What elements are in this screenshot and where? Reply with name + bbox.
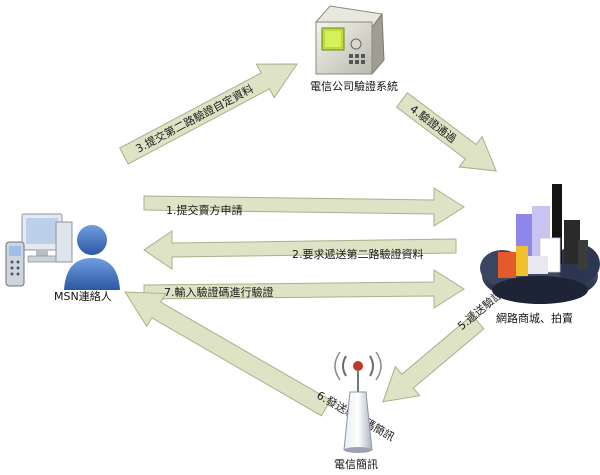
- telecom-system-node: 電信公司驗證系統: [310, 5, 398, 93]
- arrow-1: 1.提交賣方申請: [143, 187, 465, 227]
- safe-terminal-icon: [315, 5, 385, 76]
- arrow-7: 7.輸入驗證碼進行驗證: [143, 269, 465, 309]
- arrow-3: 3.提交第二路驗證自定資料: [119, 63, 299, 165]
- telecom-system-label: 電信公司驗證系統: [310, 79, 398, 93]
- arrow-4-label: 4.驗證通過: [407, 102, 459, 146]
- antenna-tower-icon: [334, 351, 382, 453]
- arrow-2: 2.要求遞送第二路驗證資料: [143, 230, 457, 270]
- arrow-4: 4.驗證通過: [395, 92, 498, 172]
- online-shop-label: 網路商城、拍賣: [496, 311, 573, 325]
- arrow-2-label: 2.要求遞送第二路驗證資料: [292, 247, 424, 261]
- sms-node: 電信簡訊: [334, 351, 382, 471]
- arrow-3-label: 3.提交第二路驗證自定資料: [133, 82, 256, 156]
- msn-contact-node: MSN連絡人: [5, 213, 120, 303]
- sms-label: 電信簡訊: [334, 457, 378, 471]
- computer-user-phone-icon: [5, 213, 120, 290]
- arrow-7-label: 7.輸入驗證碼進行驗證: [164, 285, 274, 299]
- city-cloud-icon: [480, 184, 600, 304]
- msn-contact-label: MSN連絡人: [54, 289, 112, 303]
- arrow-1-label: 1.提交賣方申請: [166, 203, 243, 217]
- online-shop-node: 網路商城、拍賣: [480, 184, 600, 325]
